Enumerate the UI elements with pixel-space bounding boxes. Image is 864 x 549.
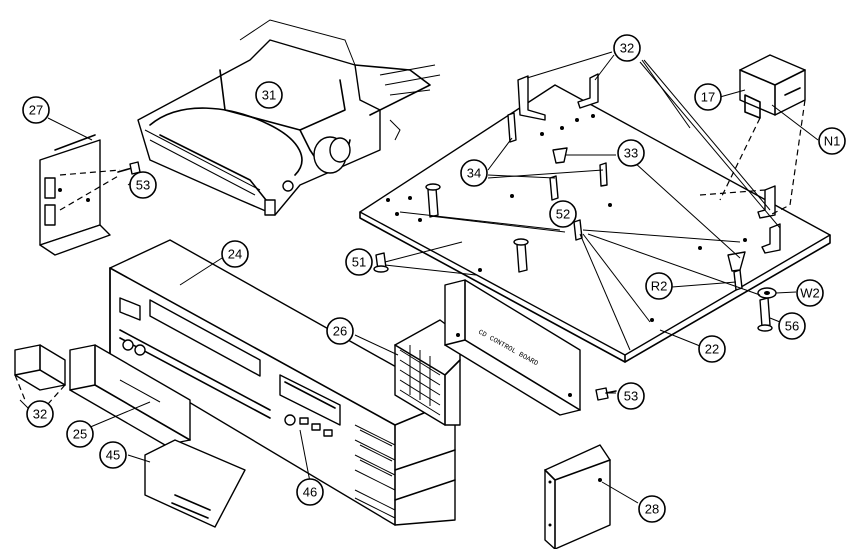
callout-label: 28 — [645, 502, 659, 517]
callout-25: 25 — [66, 420, 94, 448]
callout-label: 34 — [467, 166, 481, 181]
callout-label: 53 — [136, 178, 150, 193]
callout-24: 24 — [221, 240, 249, 268]
heatsink-26 — [394, 319, 461, 426]
side-bracket-27 — [39, 134, 121, 256]
callout-label: R2 — [651, 279, 668, 294]
callout-label: 25 — [73, 427, 87, 442]
callout-label: 51 — [352, 255, 366, 270]
callout-28: 28 — [638, 495, 666, 523]
callout-26: 26 — [326, 317, 354, 345]
mounting-brackets-32 — [517, 73, 781, 254]
callout-label: 46 — [303, 485, 317, 500]
callout-label: 26 — [333, 324, 347, 339]
callout-label: 45 — [106, 448, 120, 463]
callout-n1: N1 — [818, 127, 846, 155]
screw-53-right — [595, 387, 617, 401]
leader-lines — [19, 51, 819, 504]
callout-51: 51 — [345, 248, 373, 276]
support-pins-34 — [425, 112, 608, 273]
side-bracket-28 — [544, 444, 611, 549]
callout-22: 22 — [698, 335, 726, 363]
screw-51 — [373, 252, 389, 273]
callout-33: 33 — [617, 139, 645, 167]
callout-label: 52 — [556, 207, 570, 222]
callout-label: 56 — [785, 319, 799, 334]
callout-r2: R2 — [645, 272, 673, 300]
callout-34: 34 — [460, 159, 488, 187]
power-transformer-17 — [719, 54, 806, 216]
callout-32-top: 32 — [613, 34, 641, 62]
front-panel-24 — [109, 239, 456, 526]
screw-r2 — [733, 269, 743, 291]
callout-46: 46 — [296, 478, 324, 506]
window-panel-45 — [144, 439, 246, 528]
screw-56 — [757, 297, 773, 332]
callout-label: 33 — [624, 146, 638, 161]
display-lens-32 — [14, 344, 66, 405]
washer-w2 — [757, 287, 777, 299]
callout-53-right: 53 — [617, 382, 645, 410]
chassis-bottom-plate-22 — [359, 84, 831, 363]
callout-52: 52 — [549, 200, 577, 228]
feet-33 — [552, 147, 746, 272]
callout-label: 27 — [29, 103, 43, 118]
callout-45: 45 — [99, 441, 127, 469]
callout-label: 17 — [701, 90, 715, 105]
callout-53-left: 53 — [129, 171, 157, 199]
callout-label: N1 — [824, 134, 841, 149]
callout-27: 27 — [22, 96, 50, 124]
callout-label: 24 — [228, 247, 242, 262]
callout-label: 22 — [705, 342, 719, 357]
callout-label: 53 — [624, 389, 638, 404]
callout-label: W2 — [800, 286, 820, 301]
cd-mechanism-assembly — [137, 19, 441, 216]
callout-31: 31 — [255, 81, 283, 109]
callout-label: 31 — [262, 88, 276, 103]
screw-53-left — [117, 161, 141, 175]
callout-w2: W2 — [796, 279, 824, 307]
callout-56: 56 — [778, 312, 806, 340]
cd-control-board: CD CONTROL BOARD — [444, 279, 581, 416]
callout-label: 32 — [33, 407, 47, 422]
callout-32-left: 32 — [26, 400, 54, 428]
tray-cover-25 — [69, 344, 191, 446]
callout-label: 32 — [620, 41, 634, 56]
callout-17: 17 — [694, 83, 722, 111]
